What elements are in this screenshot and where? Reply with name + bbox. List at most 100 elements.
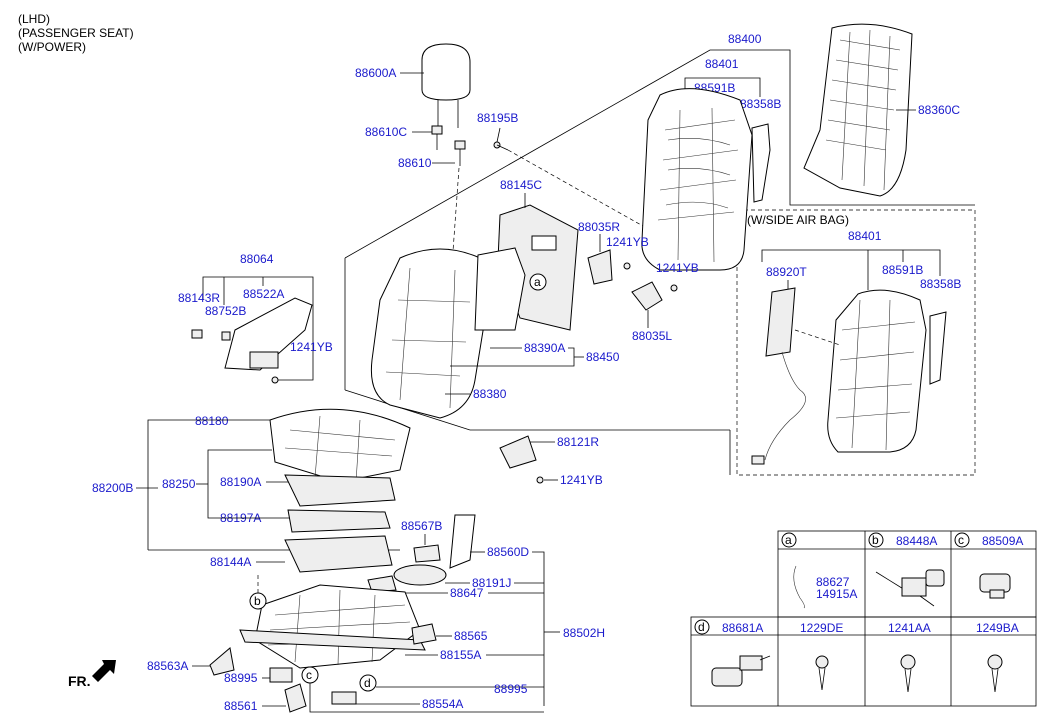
label-88567B: 88567B xyxy=(401,519,442,533)
side-airbag-title: (W/SIDE AIR BAG) xyxy=(747,213,849,227)
label-88610C: 88610C xyxy=(365,125,407,139)
side-airbag-box xyxy=(736,209,976,476)
headrest-guide-drawing xyxy=(431,125,466,166)
label-88563A: 88563A xyxy=(147,659,188,673)
legend-letter-a: a xyxy=(785,533,792,547)
callout-b xyxy=(249,592,267,610)
airbag-seatback-frame-drawing xyxy=(827,289,947,453)
label-88180: 88180 xyxy=(195,414,229,428)
label-1241YB-d: 1241YB xyxy=(560,473,603,487)
lumbar-support-drawing xyxy=(191,297,313,371)
label-88380: 88380 xyxy=(473,387,507,401)
label-88610: 88610 xyxy=(398,156,432,170)
cable-88560D-drawing xyxy=(449,514,476,569)
part-88554A-drawing xyxy=(331,691,357,705)
legend-part-1229DE: 1229DE xyxy=(800,621,843,635)
label-88035R: 88035R xyxy=(578,220,620,234)
label-88450: 88450 xyxy=(586,350,620,364)
label-88561: 88561 xyxy=(224,699,258,713)
label-88195B: 88195B xyxy=(477,111,518,125)
plate-88144A-drawing xyxy=(284,535,393,573)
label-88143R: 88143R xyxy=(178,291,220,305)
label-88565: 88565 xyxy=(454,629,488,643)
legend-wire-drawing xyxy=(793,565,805,609)
header-power: (W/POWER) xyxy=(18,40,86,54)
label-88064: 88064 xyxy=(240,252,274,266)
label-88250: 88250 xyxy=(162,477,196,491)
seatback-frame-drawing xyxy=(641,88,771,271)
airbag-label-88591B: 88591B xyxy=(882,263,923,277)
legend-callout-c xyxy=(954,532,970,548)
legend-part-1241AA: 1241AA xyxy=(888,621,931,635)
label-88502H: 88502H xyxy=(563,626,605,640)
seatback-cushion-drawing xyxy=(370,248,489,419)
part-88995-a-drawing xyxy=(269,667,293,683)
label-88400: 88400 xyxy=(728,32,762,46)
callout-d xyxy=(359,674,377,692)
label-88200B: 88200B xyxy=(92,481,133,495)
bolt-1241YB-b-drawing xyxy=(670,284,678,292)
label-88035L: 88035L xyxy=(632,329,672,343)
label-88401: 88401 xyxy=(705,57,739,71)
bracket-88567B-drawing xyxy=(413,544,441,563)
bracket-88035R-drawing xyxy=(587,249,613,285)
label-88560D: 88560D xyxy=(487,545,529,559)
cover-88563A-drawing xyxy=(209,647,235,676)
front-label: FR. xyxy=(68,673,91,689)
label-88647: 88647 xyxy=(450,586,484,600)
label-88121R: 88121R xyxy=(557,435,599,449)
headrest-drawing xyxy=(421,43,471,128)
cushion-pad-88190A-drawing xyxy=(284,474,396,507)
label-88752B: 88752B xyxy=(205,304,246,318)
legend-part-88509A: 88509A xyxy=(982,534,1023,548)
bolt-1241YB-a-drawing xyxy=(623,262,631,270)
label-88554A: 88554A xyxy=(422,697,463,711)
legend-letter-b: b xyxy=(872,533,879,547)
label-88155A: 88155A xyxy=(440,648,481,662)
label-88995-b: 88995 xyxy=(494,682,528,696)
label-1241YB-a: 1241YB xyxy=(606,235,649,249)
callout-a-1-letter: a xyxy=(534,275,541,289)
callout-d-letter: d xyxy=(364,676,371,690)
legend-part-88448A: 88448A xyxy=(896,534,937,548)
callout-a-1 xyxy=(529,273,547,291)
legend-letter-c: c xyxy=(958,533,964,547)
label-1241YB-c: 1241YB xyxy=(290,340,333,354)
legend-callout-b xyxy=(868,532,884,548)
legend-part-1249BA: 1249BA xyxy=(976,621,1019,635)
bracket-88565-drawing xyxy=(411,623,437,645)
label-88144A: 88144A xyxy=(210,555,251,569)
label-88390A: 88390A xyxy=(524,341,565,355)
label-88600A: 88600A xyxy=(355,66,396,80)
screw-1249BA-icon xyxy=(987,654,1003,693)
label-88190A: 88190A xyxy=(220,475,261,489)
label-88145C: 88145C xyxy=(500,178,542,192)
bolt-1241YB-d-drawing xyxy=(536,476,544,484)
callout-c-letter: c xyxy=(306,668,312,682)
legend-letter-d: d xyxy=(698,620,705,634)
seatback-panel-drawing xyxy=(803,23,913,197)
legend-part-88681A: 88681A xyxy=(722,621,763,635)
legend-table xyxy=(690,530,1037,707)
bolt-88195B-drawing xyxy=(493,127,509,151)
legend-part-88627: 88627 xyxy=(816,575,850,589)
label-88191J: 88191J xyxy=(472,576,511,590)
motor-88191J-drawing xyxy=(393,564,447,586)
airbag-module-drawing xyxy=(751,287,806,465)
airbag-label-88358B: 88358B xyxy=(920,277,961,291)
legend-callout-d xyxy=(694,619,710,635)
bracket-88035L-drawing xyxy=(631,281,663,311)
back-pad-88390A-drawing xyxy=(474,247,526,331)
label-1241YB-b: 1241YB xyxy=(656,261,699,275)
label-88522A: 88522A xyxy=(243,287,284,301)
legend-callout-a xyxy=(781,532,797,548)
label-88358B: 88358B xyxy=(740,97,781,111)
cushion-mat-88197A-drawing xyxy=(287,509,391,533)
label-88995-a: 88995 xyxy=(224,671,258,685)
cover-88121R-drawing xyxy=(499,435,537,469)
legend-motor-d-drawing xyxy=(711,655,771,687)
bracket-88647-drawing xyxy=(367,575,397,593)
label-88360C: 88360C xyxy=(918,103,960,117)
header-passenger-seat: (PASSENGER SEAT) xyxy=(18,26,134,40)
